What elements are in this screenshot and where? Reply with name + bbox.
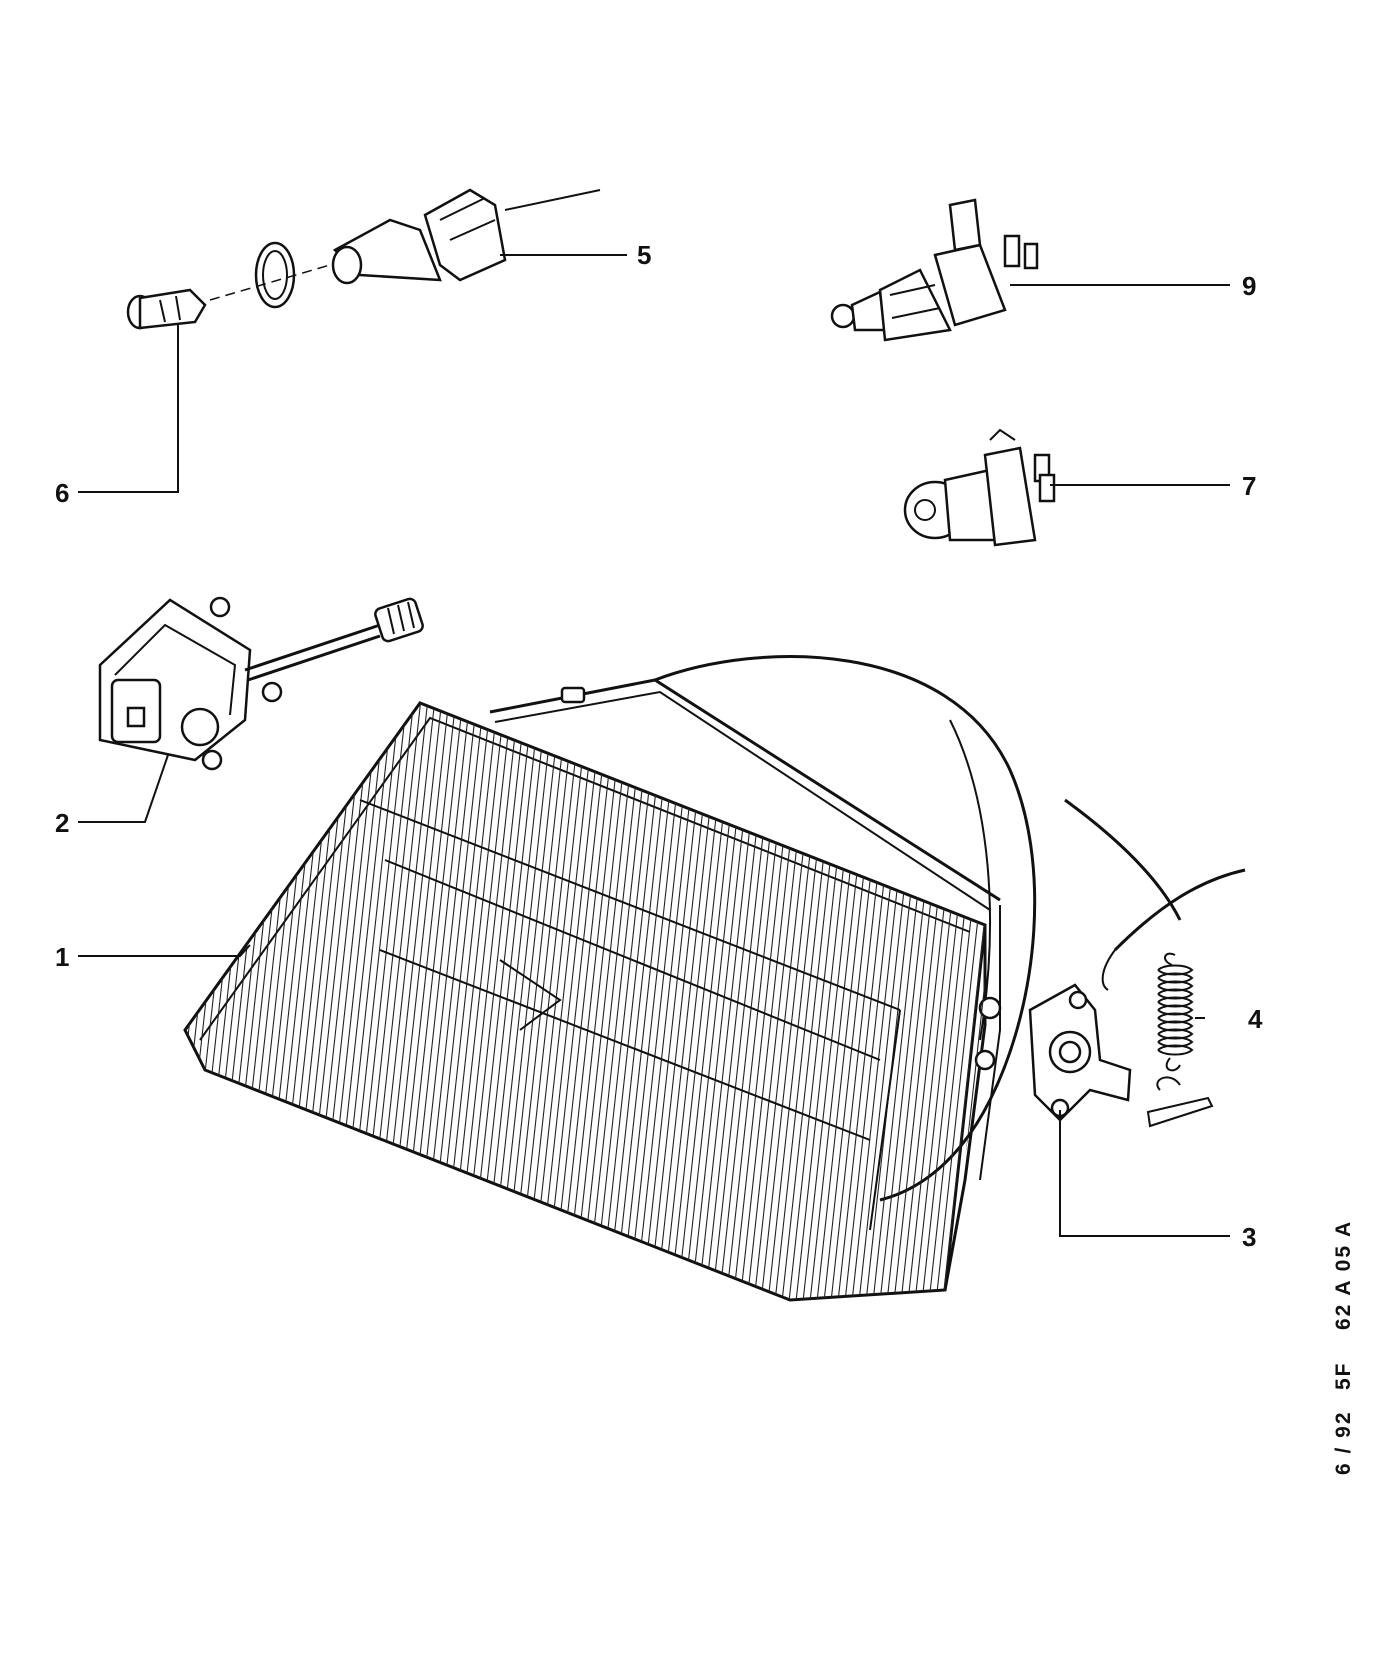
- reference-date: 6 / 92: [1332, 1410, 1355, 1475]
- leader-lines: [78, 254, 1230, 1237]
- callout-3: 3: [1242, 1222, 1256, 1252]
- halogen-bulb: [830, 198, 1039, 342]
- bulb-socket: [331, 188, 601, 285]
- bulb-type-7: [903, 428, 1056, 547]
- lens-hatching: [185, 703, 985, 1300]
- adjuster-screw: [978, 996, 1002, 1020]
- lamp-holder-adjuster: [98, 596, 424, 771]
- reference-block: 62 A 05 A 5F 6 / 92: [1332, 1220, 1355, 1475]
- callout-5: 5: [637, 240, 651, 270]
- callout-7: 7: [1242, 471, 1256, 501]
- reference-model: 5F: [1332, 1361, 1355, 1390]
- mounting-tab: [560, 686, 586, 704]
- assembly-axis: [209, 264, 331, 301]
- spring-and-clip: [1146, 952, 1214, 1128]
- callout-9: 9: [1242, 271, 1256, 301]
- wedge-bulb: [126, 288, 207, 330]
- callout-6: 6: [55, 478, 69, 508]
- callouts: 1 2 3 4 5 6 7 9: [55, 240, 1263, 1252]
- callout-2: 2: [55, 808, 69, 838]
- adjuster-screw-lower: [974, 1049, 996, 1071]
- adjuster-bracket: [1028, 983, 1132, 1122]
- o-ring: [254, 241, 296, 309]
- callout-1: 1: [55, 942, 69, 972]
- callout-4: 4: [1248, 1004, 1263, 1034]
- reference-code: 62 A 05 A: [1332, 1220, 1355, 1330]
